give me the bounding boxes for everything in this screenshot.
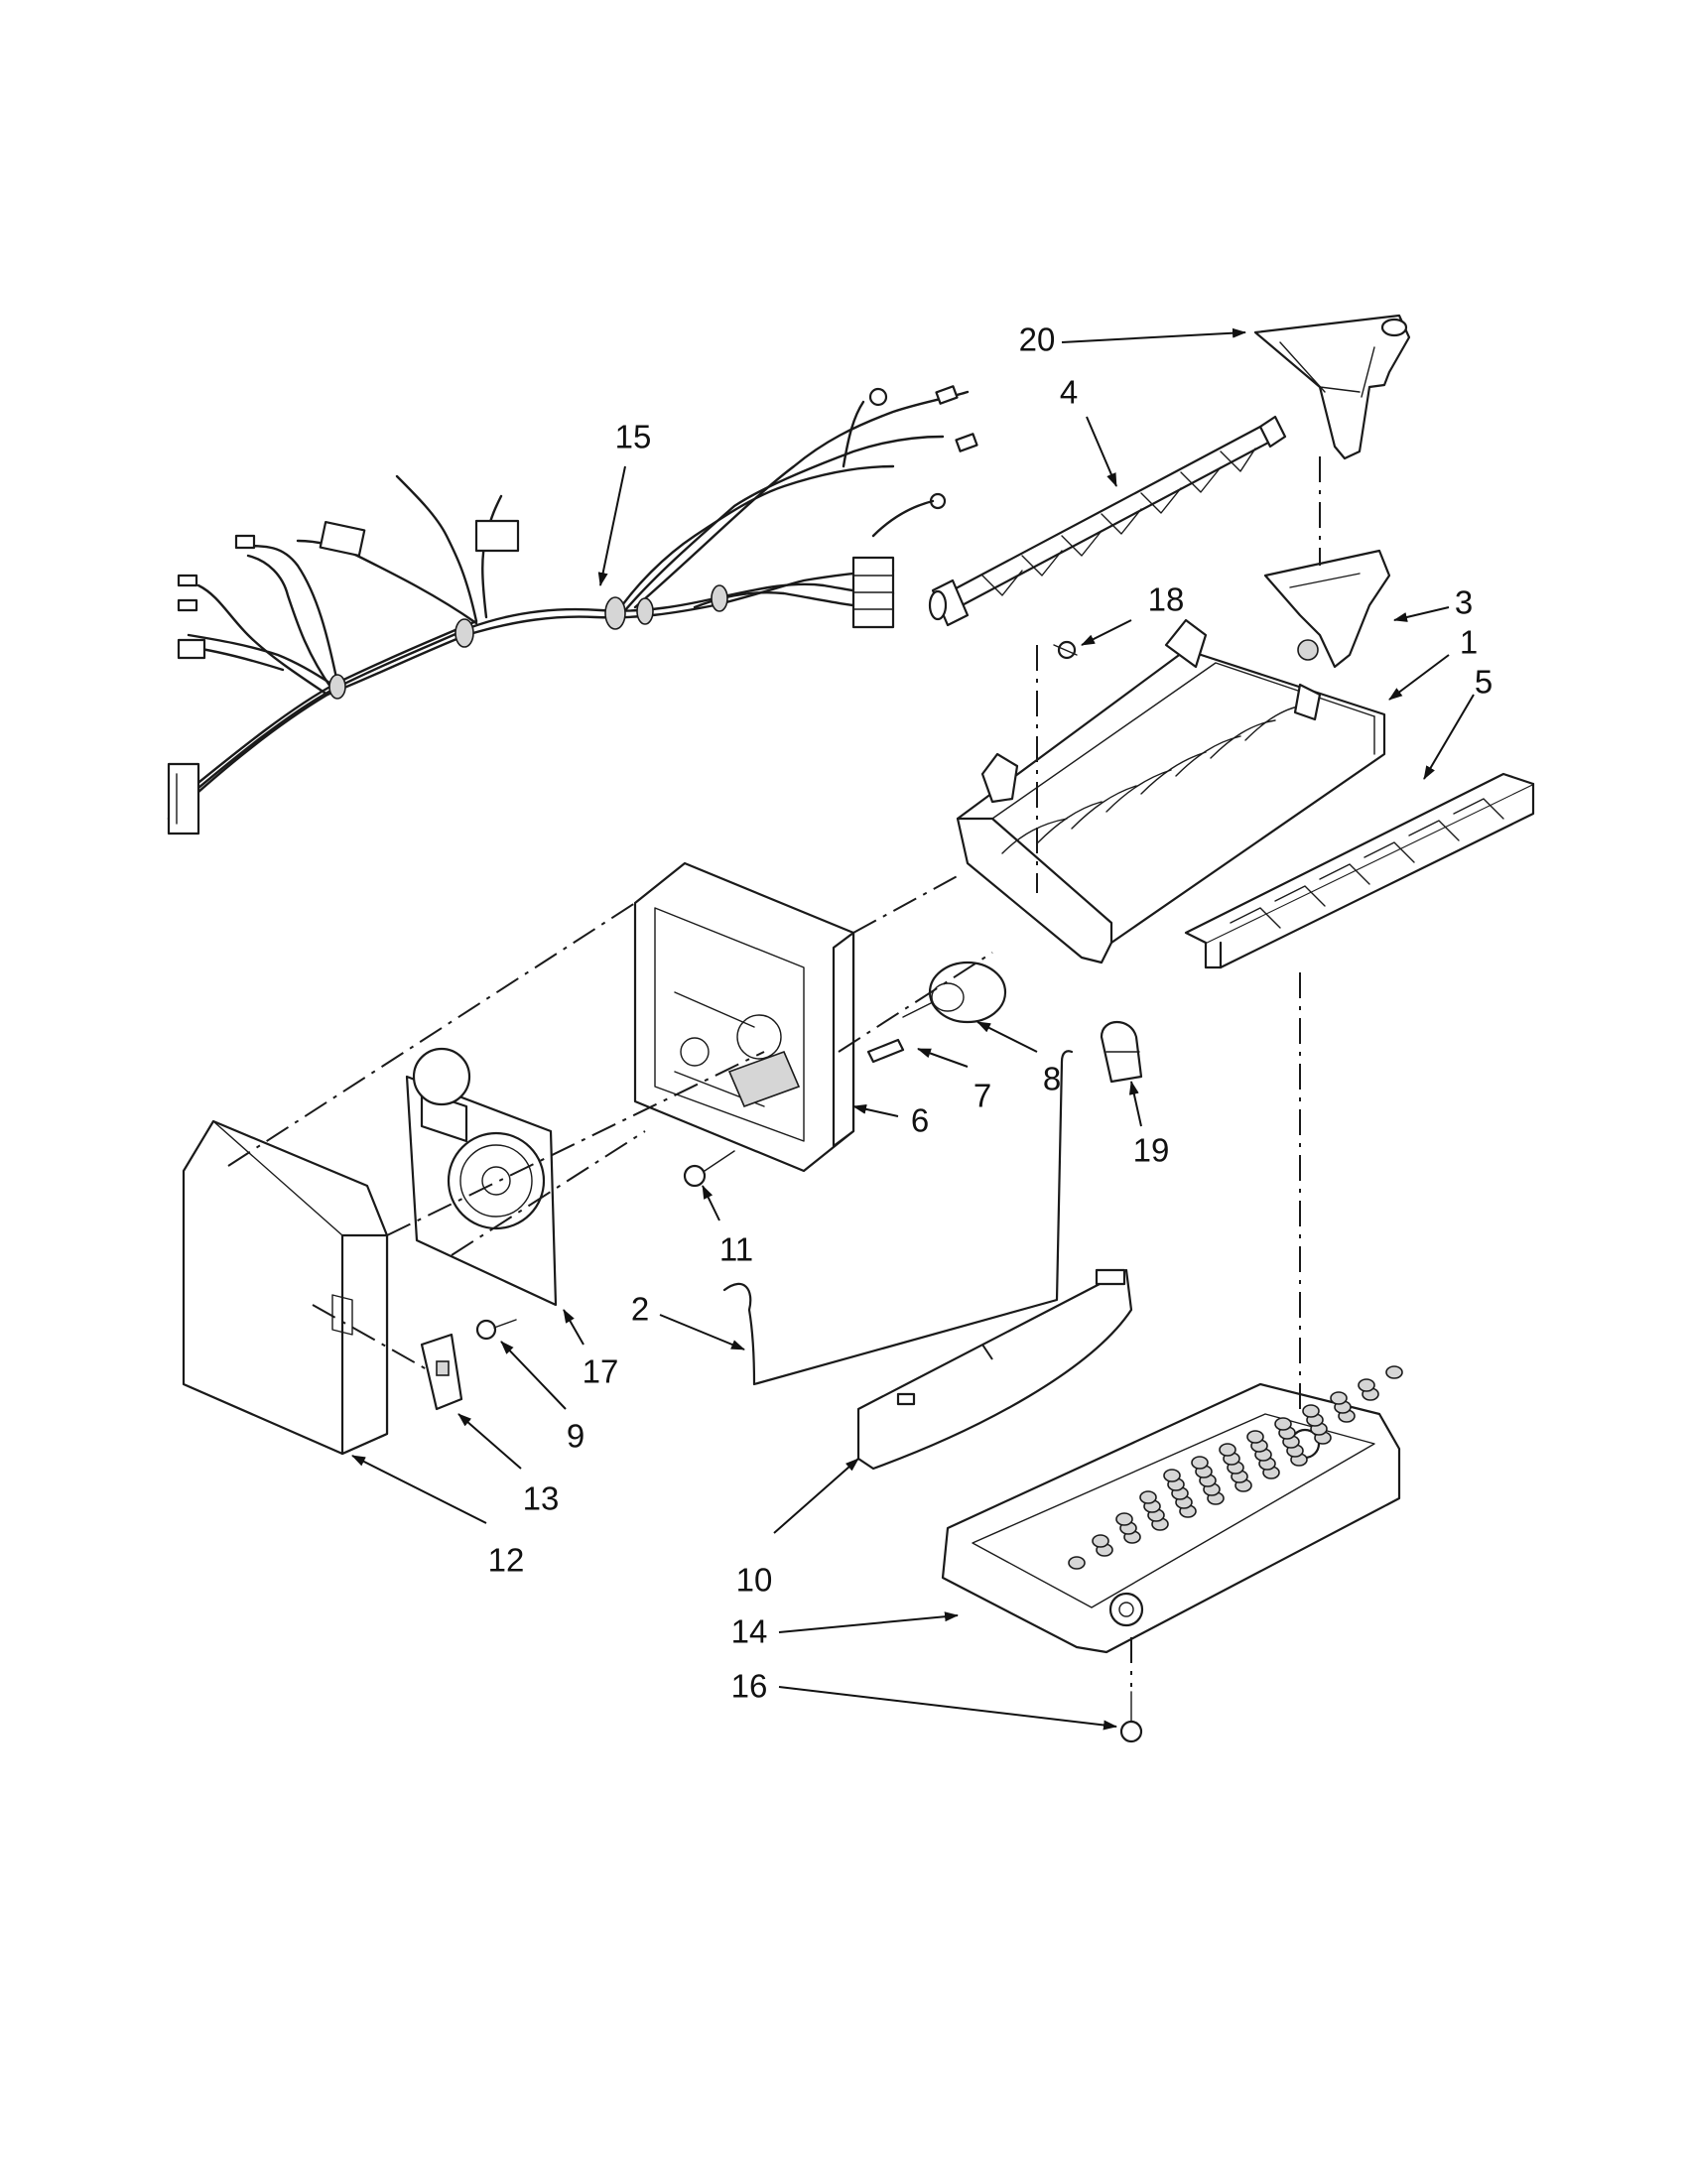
callout-8: 8 [1043, 1061, 1061, 1097]
part-clip [1100, 1021, 1143, 1084]
part-cover [182, 1119, 389, 1456]
part-mold [956, 618, 1386, 964]
callout-labels: 20 4 15 18 3 1 5 8 7 6 19 11 2 17 9 13 1… [488, 321, 1493, 1705]
part-switch [420, 1333, 463, 1411]
callout-14: 14 [731, 1613, 768, 1650]
callout-11: 11 [719, 1231, 753, 1268]
part-screw-9 [475, 1319, 517, 1341]
part-stripper [1184, 772, 1535, 969]
callout-19: 19 [1133, 1132, 1170, 1169]
part-pin [866, 1038, 905, 1064]
callout-9: 9 [567, 1418, 584, 1455]
callout-13: 13 [523, 1480, 560, 1517]
part-cam-inlet [1263, 549, 1391, 669]
part-motor-module [405, 1047, 558, 1307]
part-shutoff-bail [856, 1268, 1133, 1471]
callout-1: 1 [1460, 624, 1478, 661]
callout-6: 6 [911, 1102, 929, 1139]
part-housing [633, 861, 855, 1173]
part-thermostat [902, 961, 1007, 1024]
callout-2: 2 [631, 1291, 649, 1328]
callout-10: 10 [736, 1562, 773, 1599]
callout-18: 18 [1148, 581, 1185, 618]
callout-17: 17 [583, 1353, 619, 1390]
part-shutoff-arm [722, 1050, 1074, 1386]
callout-5: 5 [1475, 664, 1493, 701]
callout-4: 4 [1060, 374, 1078, 411]
callout-16: 16 [731, 1668, 768, 1705]
callout-7: 7 [974, 1078, 991, 1114]
leader-lines [351, 327, 1475, 1731]
callout-15: 15 [615, 419, 652, 455]
part-fill-cup [1253, 314, 1411, 460]
part-wire-harness [167, 385, 978, 835]
callout-3: 3 [1455, 584, 1473, 621]
part-base [941, 1365, 1403, 1654]
callout-12: 12 [488, 1542, 525, 1579]
part-screw-11 [683, 1150, 735, 1188]
part-screw-16 [1119, 1691, 1143, 1743]
part-ejector [928, 415, 1287, 627]
callout-20: 20 [1019, 321, 1056, 358]
assembly-lines [227, 456, 1321, 1687]
part-screw-18 [1053, 640, 1078, 660]
